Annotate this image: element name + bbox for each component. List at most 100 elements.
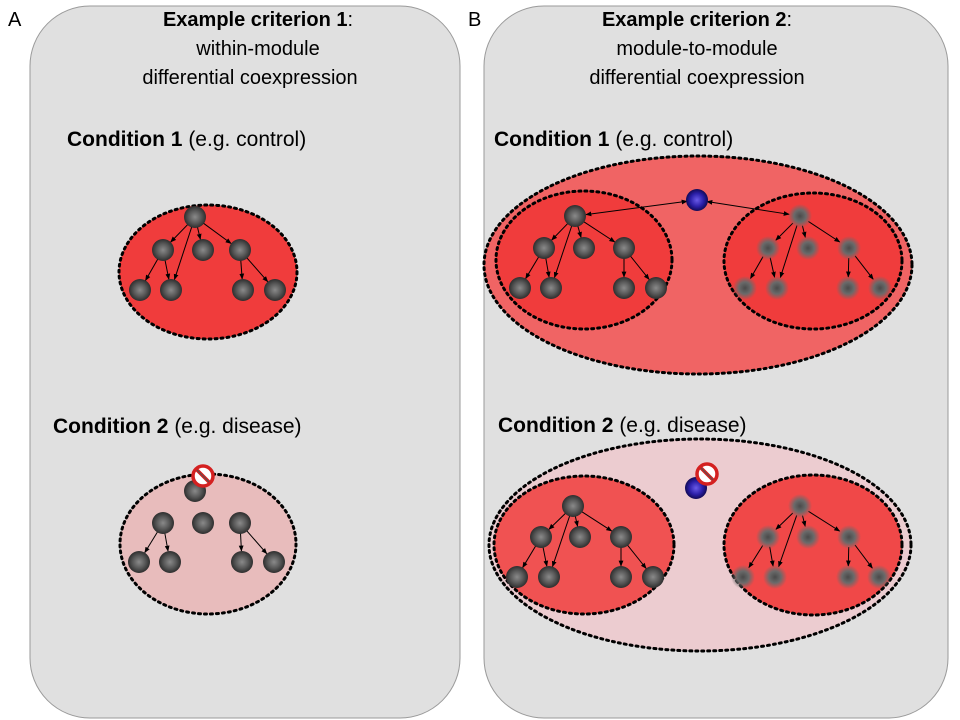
panel-b-title-line1: Example criterion 2: xyxy=(602,9,792,31)
panel-a-module-condition-2 xyxy=(118,472,298,616)
panel-a-c2-node xyxy=(229,512,251,534)
panel-a-c1-node xyxy=(152,239,174,261)
panel-b-c2-left-edge xyxy=(581,511,613,532)
panel-a-c1-edge xyxy=(202,222,232,244)
network-edges xyxy=(144,199,874,569)
panel-b-c1-right-root-node xyxy=(788,204,812,228)
panel-b-c2-left-root-node xyxy=(562,495,584,517)
panel-a-letter: A xyxy=(8,9,22,31)
panel-a-c2-edge xyxy=(144,531,159,554)
panel-a-c1-node xyxy=(192,239,214,261)
panel-b-c1-right-leaf-node xyxy=(765,276,789,300)
panel-a-c2-edge xyxy=(246,530,268,555)
panel-b-c2-left-edge xyxy=(548,512,567,530)
panel-b-c2-left-edge xyxy=(574,515,579,527)
panel-b-c2-left-edge xyxy=(542,546,549,567)
panel-b-c1-left-node xyxy=(573,237,595,259)
panel-a-module-condition-1 xyxy=(117,203,299,341)
hub-node-icon xyxy=(686,189,708,211)
panel-a-c1-leaf-node xyxy=(264,279,286,301)
panel-b-c1-left-leaf-node xyxy=(509,277,531,299)
no-symbol-icon xyxy=(695,462,719,486)
panel-b-c1-right-edge xyxy=(779,225,798,279)
panel-b-letter: B xyxy=(468,9,481,31)
panel-b-module-right-condition-1 xyxy=(722,191,904,331)
panel-b-c1-left-edge xyxy=(525,256,540,280)
panel-a: A Example criterion 1: within-module dif… xyxy=(8,5,461,719)
panel-b-c1-left-root-node xyxy=(564,205,586,227)
panel-a-title-line3: differential coexpression xyxy=(142,67,357,89)
panel-b-c2-left-node xyxy=(610,526,632,548)
panel-b-c2-right-edge xyxy=(778,515,798,568)
panel-b-title-line3: differential coexpression xyxy=(589,67,804,89)
panel-b-c2-right-edge xyxy=(808,510,841,532)
panel-a-c1-leaf-node xyxy=(232,279,254,301)
panel-b-c1-left-edge xyxy=(629,255,650,280)
panel-b-c2-left-leaf-node xyxy=(610,566,632,588)
panel-a-c1-root-node xyxy=(184,206,206,228)
panel-b-c2-right-leaf-node xyxy=(763,565,787,589)
panel-a-c1-edge xyxy=(173,226,193,281)
panel-a-c1-edge xyxy=(246,257,269,283)
panel-a-c1-edge xyxy=(164,259,171,280)
panel-a-background xyxy=(29,5,461,719)
panel-b-condition-1-label: Condition 1 (e.g. control) xyxy=(494,128,733,151)
panel-b-c1-right-edge xyxy=(854,255,874,280)
panel-b-c2-right-node xyxy=(837,525,861,549)
panel-b-c2-left-edge xyxy=(551,515,571,568)
panel-b-c2-right-root-node xyxy=(788,494,812,518)
panel-b-title-line2: module-to-module xyxy=(616,38,777,60)
panel-b-c2-right-node xyxy=(756,525,780,549)
panel-b-c2-right-edge xyxy=(775,512,794,530)
panel-a-c2-leaf-node xyxy=(159,551,181,573)
panel-b-c1-left-edge xyxy=(583,221,616,243)
panel-b: B Example criterion 2: module-to-module … xyxy=(468,5,949,719)
panel-b-c1-left-edge xyxy=(553,225,573,279)
network-nodes xyxy=(128,189,892,589)
panel-b-c2-left-leaf-node xyxy=(642,566,664,588)
panel-b-c2-right-leaf-node xyxy=(731,565,755,589)
panel-a-c2-node xyxy=(192,512,214,534)
panel-b-c1-right-node xyxy=(756,236,780,260)
panel-b-c1-left-node xyxy=(533,237,555,259)
panel-a-c1-edge xyxy=(239,259,245,280)
panel-a-c2-edge xyxy=(238,532,244,552)
panel-b-c2-left-leaf-node xyxy=(538,566,560,588)
panel-b-c2-right-leaf-node xyxy=(867,565,891,589)
panel-a-c1-node xyxy=(229,239,251,261)
panel-b-c2-left-node xyxy=(569,526,591,548)
no-symbol-icon xyxy=(191,464,215,488)
panel-b-c2-right-edge xyxy=(769,546,775,567)
panel-a-c2-edge xyxy=(164,532,170,552)
panel-b-c1-right-node xyxy=(796,236,820,260)
panel-b-condition-2-label: Condition 2 (e.g. disease) xyxy=(498,414,747,437)
status-icons xyxy=(191,462,719,488)
panel-b-c2-left-leaf-node xyxy=(506,566,528,588)
panel-b-c1-right-leaf-node xyxy=(868,276,892,300)
panel-b-c1-right-edge xyxy=(808,221,841,243)
panel-b-c1-right-edge xyxy=(775,222,794,241)
panel-a-c1-leaf-node xyxy=(129,279,151,301)
panel-a-c2-leaf-node xyxy=(231,551,253,573)
panel-a-title-line2: within-module xyxy=(195,38,319,60)
panel-b-c2-left-edge xyxy=(626,544,647,569)
panel-b-c2-right-leaf-node xyxy=(836,565,860,589)
panel-a-c1-edge xyxy=(145,258,159,281)
panel-b-c2-right-edge xyxy=(854,544,873,569)
panel-b-c1-right-edge xyxy=(769,257,776,278)
panel-b-c1-hub-edge-right xyxy=(706,199,790,216)
panel-b-c1-left-leaf-node xyxy=(540,277,562,299)
panel-b-c1-left-node xyxy=(613,237,635,259)
panel-a-c2-leaf-node xyxy=(263,551,285,573)
panel-a-c2-leaf-node xyxy=(128,551,150,573)
panel-a-c1-edge xyxy=(170,223,189,243)
panel-b-c1-left-edge xyxy=(545,257,551,278)
panel-a-condition-1-label: Condition 1 (e.g. control) xyxy=(67,128,306,151)
panel-b-c1-right-edge xyxy=(750,256,764,279)
panel-a-title-line1: Example criterion 1: xyxy=(163,9,353,31)
panel-a-condition-2-label: Condition 2 (e.g. disease) xyxy=(53,415,302,438)
panel-a-c1-edge xyxy=(196,226,202,240)
panel-b-c1-right-leaf-node xyxy=(836,276,860,300)
panel-b-c2-left-edge xyxy=(522,545,537,569)
